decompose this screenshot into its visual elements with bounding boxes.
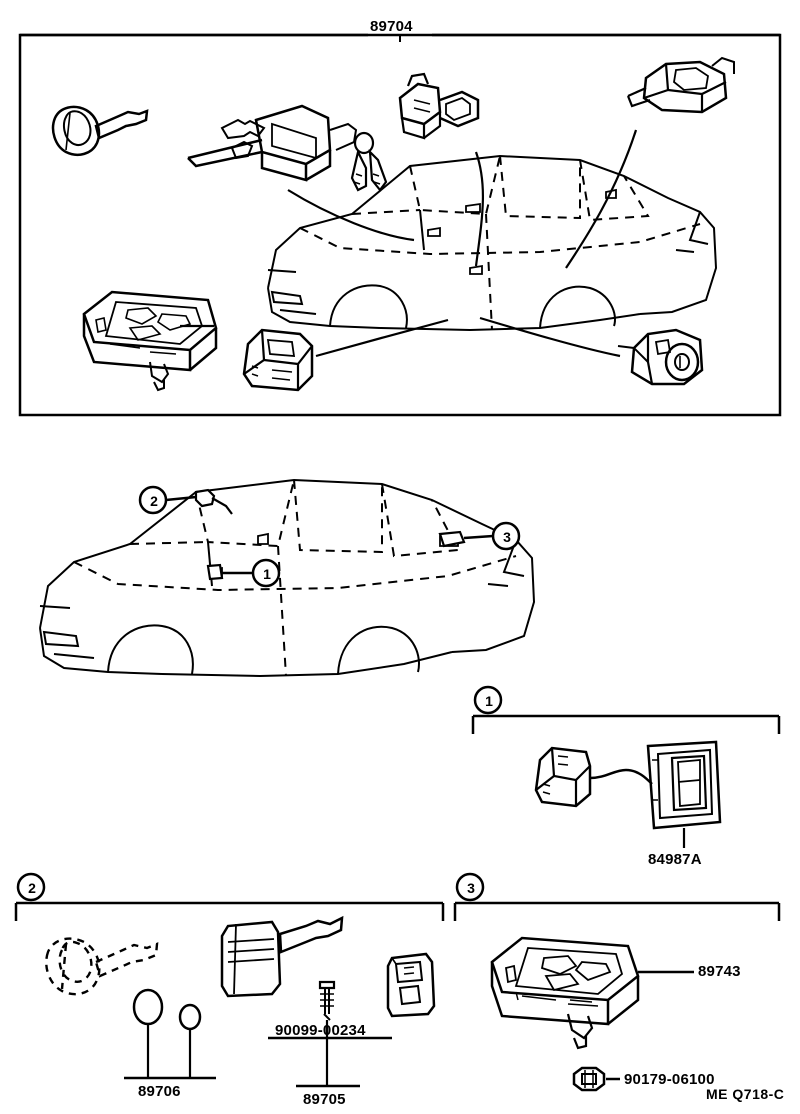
panel-3-frame [453, 872, 781, 921]
panel-2-frame [14, 872, 445, 921]
vehicle-body-outline-top [267, 154, 718, 332]
transmitter-key-icon [220, 915, 344, 998]
master-key-icon [51, 105, 149, 156]
callout-2-marker[interactable] [138, 485, 233, 515]
panel-3-badge-label: 3 [467, 880, 475, 896]
callout-3-marker[interactable] [438, 521, 521, 551]
screw-icon [318, 980, 336, 1021]
top-panel-leader-lines [180, 129, 638, 358]
panel-1-frame [471, 685, 781, 734]
callout-label-1: 1 [263, 566, 271, 582]
key-blank-phantom-icon [45, 937, 159, 996]
top-panel-illustration [51, 56, 735, 392]
document-footer-code: ME Q718-C [706, 1086, 785, 1102]
transmitter-fob-icon [386, 952, 436, 1018]
top-panel-frame [18, 33, 782, 417]
door-lock-cylinder-right-icon [626, 56, 735, 114]
panel-2-badge-label: 2 [28, 880, 36, 896]
panel-2-leader-lines [124, 988, 392, 1088]
vehicle-callout-diagram [39, 478, 536, 678]
part-number-84987a: 84987A [648, 851, 702, 868]
control-module-part-icon [490, 936, 694, 1050]
part-number-89705: 89705 [303, 1091, 346, 1108]
door-lock-switch-unit-icon [242, 328, 314, 392]
control-module-ecu-icon [82, 290, 218, 392]
part-number-90179-06100: 90179-06100 [624, 1071, 715, 1088]
part-number-89743: 89743 [698, 963, 741, 980]
top-panel-part-number: 89704 [370, 18, 413, 35]
door-lock-switch-part-icon [534, 740, 722, 848]
callout-1-marker[interactable] [206, 558, 281, 588]
nut-icon [572, 1066, 620, 1092]
panel-1-badge-label: 1 [485, 693, 493, 709]
callout-label-2: 2 [150, 493, 158, 509]
part-number-89706: 89706 [138, 1083, 181, 1100]
door-lock-actuator-icon [398, 72, 480, 140]
part-number-90099-00234: 90099-00234 [275, 1022, 366, 1039]
callout-label-3: 3 [503, 529, 511, 545]
ignition-key-cylinder-icon [187, 104, 388, 192]
trunk-lock-cylinder-icon [617, 328, 704, 386]
